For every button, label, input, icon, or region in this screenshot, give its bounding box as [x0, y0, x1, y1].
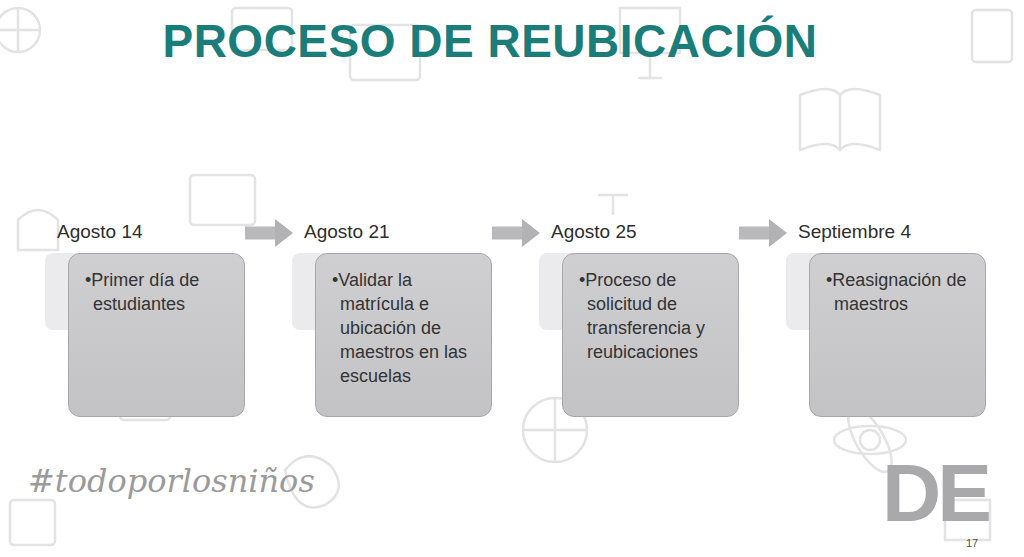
step-date: Agosto 25 [551, 221, 637, 243]
step-description: •Reasignación de maestros [826, 268, 975, 316]
block-arrow [492, 227, 522, 240]
block-arrow [739, 227, 769, 240]
step-panel: •Reasignación de maestros [809, 253, 986, 417]
timeline-step: •Validar la matrícula e ubicación de mae… [292, 218, 492, 418]
hashtag: #todoporlosniños [28, 462, 315, 500]
block-arrow [245, 227, 275, 240]
slide-title: PROCESO DE REUBICACIÓN [0, 14, 980, 68]
step-panel: •Proceso de solicitud de transferencia y… [562, 253, 739, 417]
timeline-step: •Primer día de estudiantes Agosto 14 [45, 218, 245, 418]
step-date: Agosto 14 [57, 221, 143, 243]
timeline-step: •Reasignación de maestros Septiembre 4 [786, 218, 986, 418]
step-date: Agosto 21 [304, 221, 390, 243]
step-panel: •Validar la matrícula e ubicación de mae… [315, 253, 492, 417]
step-description: •Proceso de solicitud de transferencia y… [579, 268, 728, 364]
step-description: •Validar la matrícula e ubicación de mae… [332, 268, 481, 388]
timeline-step: •Proceso de solicitud de transferencia y… [539, 218, 739, 418]
page-number: 17 [966, 537, 978, 549]
step-date: Septiembre 4 [798, 221, 911, 243]
step-description: •Primer día de estudiantes [85, 268, 234, 316]
logo-text: DE [882, 446, 988, 540]
step-panel: •Primer día de estudiantes [68, 253, 245, 417]
